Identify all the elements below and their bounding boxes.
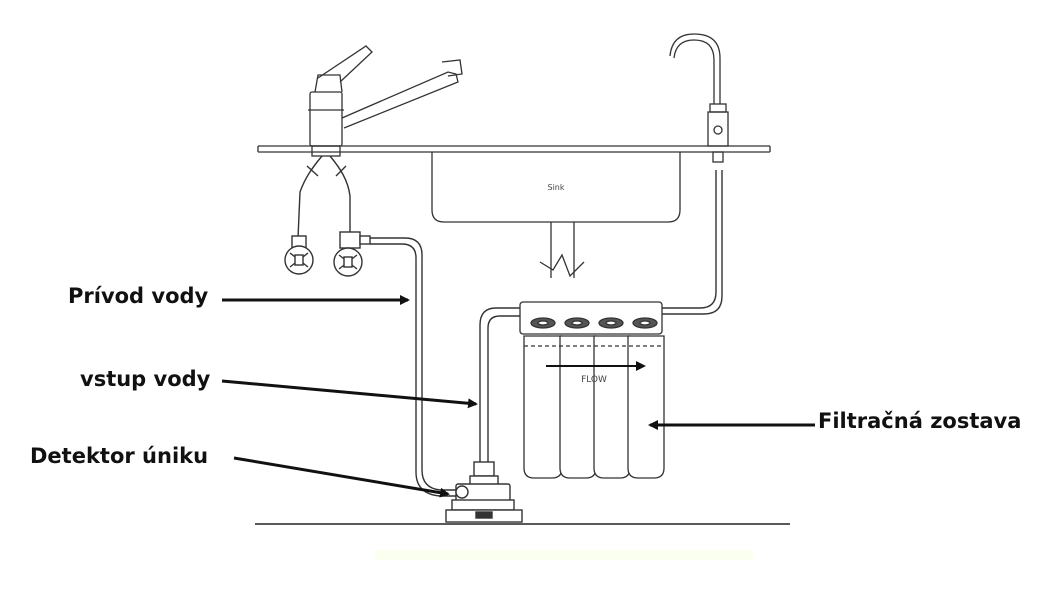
label-filter-set: Filtračná zostava [818, 409, 1022, 433]
filter-head [519, 301, 663, 335]
bottom-artifact [375, 550, 753, 560]
angle-valve-right [333, 231, 371, 277]
leak-detector [445, 461, 523, 523]
countertop [257, 145, 771, 153]
callout-arrows [221, 295, 815, 498]
label-water-supply: Prívod vody [68, 284, 209, 308]
faucet-hoses [297, 155, 351, 239]
filter-cartridges [523, 335, 665, 479]
sink-text: Sink [547, 183, 564, 192]
label-leak-detector: Detektor úniku [30, 444, 209, 468]
ro-faucet [669, 33, 729, 163]
output-pipe [660, 170, 723, 315]
sink-basin [431, 152, 681, 278]
supply-pipe [370, 237, 456, 497]
label-water-inlet: vstup vody [80, 367, 211, 391]
inlet-pipe [479, 307, 522, 470]
angle-valve-left [284, 235, 314, 275]
flow-text: FLOW [581, 375, 607, 385]
kitchen-faucet [308, 45, 463, 157]
